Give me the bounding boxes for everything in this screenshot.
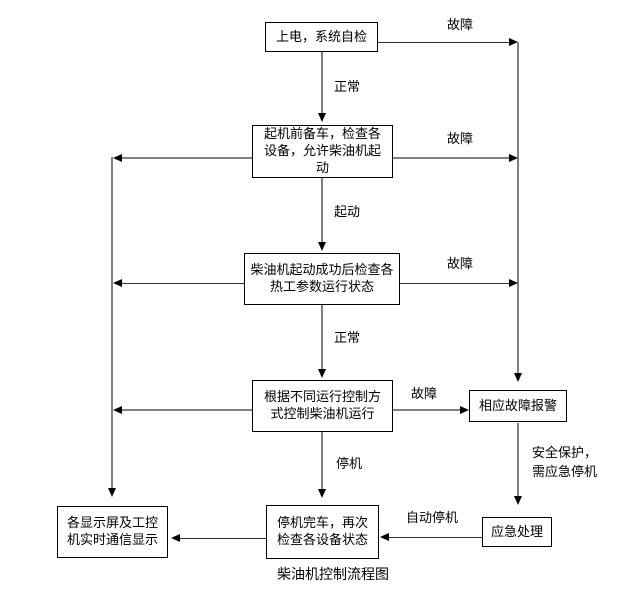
node-text-line: 各显示屏及工控	[66, 516, 158, 531]
edge-label-line: 自动停机	[406, 511, 459, 526]
edge-label-line: 正常	[334, 331, 361, 346]
node-text-line: 上电，系统自检	[275, 29, 367, 45]
node-pre-start-preparation: 起机前备车，检查各设备，允许柴油机起动	[252, 125, 393, 178]
node-fault-alarm: 相应故障报警	[469, 390, 567, 422]
node-text-line: 设备，允许柴油机起	[263, 144, 381, 159]
node-power-on-self-check: 上电，系统自检	[265, 22, 378, 52]
edge-prestart-display-segment	[122, 157, 252, 159]
edge-label-start: 起动	[334, 203, 360, 222]
node-text-line: 柴油机起动成功后检查各	[250, 263, 394, 278]
edge-label-safety-protection: 安全保护， 需应急停机	[532, 444, 597, 482]
edge-alarm-to-emergency-arrowhead-icon	[514, 496, 522, 505]
edge-prestart-fault-arrowhead-icon	[509, 154, 518, 162]
edge-label-line: 故障	[447, 132, 474, 147]
edge-prestart-to-paramcheck-segment	[321, 178, 323, 243]
edge-selfcheck-to-prestart-arrowhead-icon	[318, 113, 326, 122]
edge-paramcheck-to-control-segment	[321, 305, 323, 370]
node-text-line: 检查各设备状态	[276, 533, 368, 548]
edge-label-normal-2: 正常	[334, 329, 360, 348]
edge-selfcheck-fault-arrowhead-icon	[509, 38, 518, 46]
edge-fault-bus-segment	[517, 42, 519, 374]
edge-label-line: 正常	[334, 80, 361, 95]
edge-shutdown-to-display-segment	[179, 538, 266, 539]
node-text-line: 热工参数运行状态	[269, 280, 374, 295]
edge-selfcheck-fault-segment	[378, 42, 509, 43]
edge-paramcheck-fault-segment	[400, 283, 509, 284]
edge-label-fault-1: 故障	[447, 16, 473, 35]
node-emergency-handling: 应急处理	[482, 517, 552, 547]
node-text-line: 根据不同运行控制方	[263, 390, 381, 405]
edge-label-line: 安全保护，	[532, 446, 598, 461]
edge-prestart-to-paramcheck-arrowhead-icon	[318, 242, 326, 251]
edge-shutdown-to-display-arrowhead-icon	[171, 534, 180, 542]
edge-label-fault-3: 故障	[447, 255, 473, 274]
node-control-operation: 根据不同运行控制方式控制柴油机运行	[252, 380, 393, 432]
edge-label-auto-stop: 自动停机	[406, 509, 458, 528]
edge-prestart-fault-segment	[393, 157, 509, 159]
edge-control-to-alarm-segment	[393, 409, 460, 411]
edge-control-display-arrowhead-icon	[113, 406, 122, 414]
edge-control-to-shutdown-segment	[321, 432, 323, 490]
node-post-start-parameter-check: 柴油机起动成功后检查各热工参数运行状态	[244, 253, 400, 305]
edge-label-line: 故障	[447, 257, 474, 272]
edge-label-line: 需应急停机	[532, 465, 598, 480]
edge-label-fault-2: 故障	[447, 130, 473, 149]
node-text-line: 停机完车，再次	[276, 516, 368, 531]
edge-fault-bus-arrowhead-icon	[514, 373, 522, 382]
node-text-line: 起机前备车，检查各	[263, 127, 381, 142]
node-shutdown-recheck: 停机完车，再次检查各设备状态	[266, 505, 379, 559]
edge-label-stop: 停机	[336, 455, 362, 474]
edge-control-display-segment	[122, 409, 252, 411]
node-display-communication: 各显示屏及工控机实时通信显示	[57, 506, 168, 558]
edge-label-fault-4: 故障	[411, 385, 437, 404]
node-text-line: 应急处理	[490, 524, 543, 540]
node-text-line: 相应故障报警	[478, 398, 557, 414]
edge-alarm-to-emergency-segment	[517, 423, 519, 497]
edge-label-line: 停机	[336, 457, 363, 472]
edge-label-normal-1: 正常	[334, 78, 360, 97]
node-text-line: 式控制柴油机运行	[270, 407, 375, 422]
edge-paramcheck-display-arrowhead-icon	[113, 279, 122, 287]
edge-paramcheck-fault-arrowhead-icon	[509, 279, 518, 287]
edge-emergency-to-shutdown-segment	[388, 537, 482, 538]
edge-label-line: 起动	[334, 205, 361, 220]
edge-display-bus-arrowhead-icon	[108, 488, 116, 497]
edge-display-bus-segment	[111, 157, 113, 489]
edge-label-line: 故障	[447, 18, 474, 33]
edge-prestart-display-arrowhead-icon	[113, 154, 122, 162]
node-text-line: 机实时通信显示	[66, 533, 158, 548]
edge-paramcheck-to-control-arrowhead-icon	[318, 369, 326, 378]
edge-selfcheck-to-prestart-segment	[321, 52, 323, 114]
edge-control-to-shutdown-arrowhead-icon	[318, 489, 326, 498]
node-text-line: 动	[315, 161, 329, 176]
edge-emergency-to-shutdown-arrowhead-icon	[380, 533, 389, 541]
edge-paramcheck-display-segment	[122, 283, 244, 284]
diagram-title: 柴油机控制流程图	[277, 567, 389, 583]
edge-label-line: 故障	[411, 387, 438, 402]
edge-control-to-alarm-arrowhead-icon	[460, 406, 469, 414]
